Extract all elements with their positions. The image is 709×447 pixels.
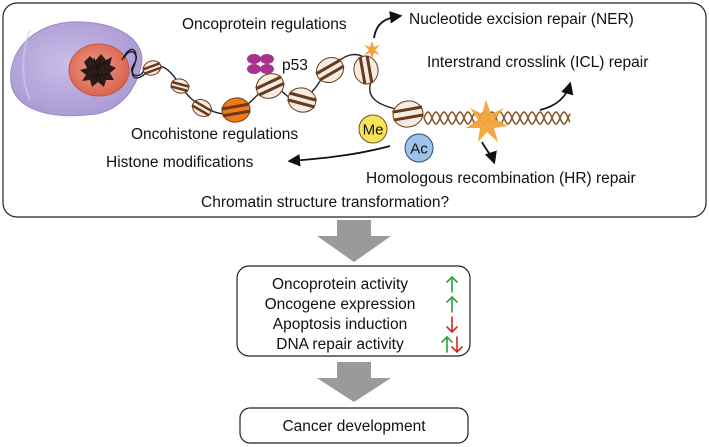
flow-arrow-2 (317, 362, 391, 402)
oncohistone-regulations-label: Oncohistone regulations (131, 126, 298, 143)
nucleosome-8 (392, 100, 424, 128)
top-panel-frame (2, 2, 707, 218)
chromatin-coil (123, 51, 145, 77)
histone-modifications-arrow (287, 145, 391, 167)
effects-box (236, 265, 471, 357)
nucleosome-5 (287, 87, 317, 113)
hr-label: Homologous recombination (HR) repair (366, 170, 636, 187)
p53-label: p53 (282, 57, 308, 74)
up-arrow-icon (441, 335, 453, 353)
nucleosome-6 (315, 56, 345, 84)
p53-icon (247, 54, 274, 74)
icl-arrow (539, 81, 574, 111)
effect-label: Apoptosis induction (273, 316, 407, 333)
effect-label: Oncoprotein activity (272, 276, 408, 293)
up-arrow-icon (446, 295, 458, 313)
effect-label: DNA repair activity (276, 336, 404, 353)
effect-label: Oncogene expression (265, 296, 416, 313)
nucleosome-3 (191, 98, 213, 118)
acetyl-mark-label: Ac (410, 141, 428, 158)
methyl-mark: Me (358, 114, 388, 144)
outcome-box (239, 407, 469, 444)
up-arrow-icon (446, 275, 458, 293)
down-arrow-icon (446, 316, 458, 334)
methyl-mark-label: Me (363, 122, 384, 139)
oncoprotein-regulations-label: Oncoprotein regulations (182, 16, 347, 33)
histone-modifications-label: Histone modifications (106, 154, 254, 171)
oncohistone-nucleosome (221, 97, 251, 123)
ner-damage-burst (364, 41, 380, 59)
ner-label: Nucleotide excision repair (NER) (409, 11, 634, 28)
hr-arrow (481, 141, 497, 165)
nucleosome-7 (353, 55, 379, 85)
ner-arrow (373, 11, 403, 39)
icl-label: Interstrand crosslink (ICL) repair (427, 54, 648, 71)
flow-arrow-1 (317, 220, 391, 262)
outcome-label: Cancer development (282, 418, 426, 435)
acetyl-mark: Ac (404, 133, 434, 163)
down-arrow-icon (451, 336, 463, 354)
nucleosome-1 (142, 60, 162, 76)
nucleus-icon (68, 43, 130, 97)
chromatin-question-label: Chromatin structure transformation? (201, 194, 449, 211)
dna-damage-burst (466, 100, 508, 142)
nucleosome-2 (170, 78, 190, 94)
nucleosome-4 (255, 73, 285, 99)
